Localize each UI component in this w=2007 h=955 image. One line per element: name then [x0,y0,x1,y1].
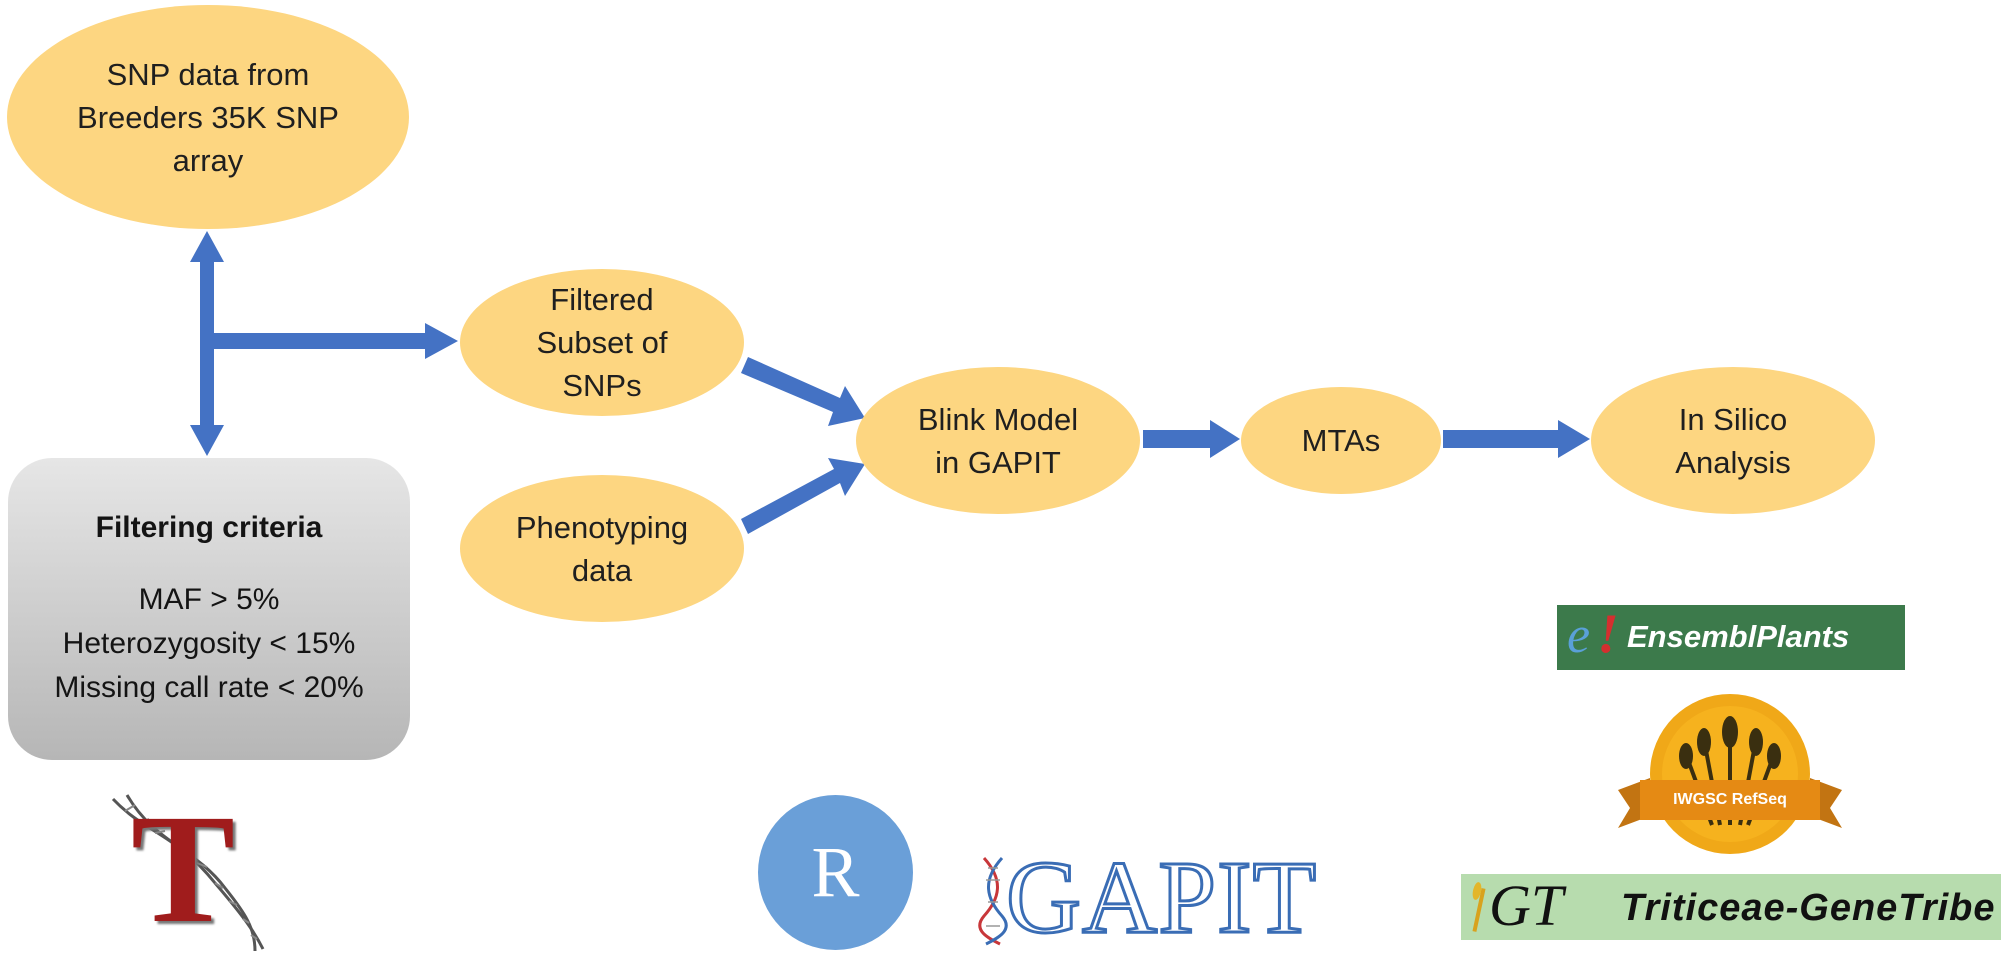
node-mtas-label: MTAs [1301,423,1381,458]
arrow-phenotyping-to-blink [741,458,865,534]
gapit-logo: GAPIT [978,844,1393,951]
node-snp-data-label: SNP data from Breeders 35K SNP array [77,56,339,178]
arrow-to-filtered-subset [214,323,458,359]
node-blink-model-label: Blink Model in GAPIT [917,401,1079,480]
r-logo: R [758,795,913,950]
triticeae-genetribe-text: Triticeae-GeneTribe [1621,887,1996,929]
arrow-blink-to-mtas [1143,420,1240,458]
ensembl-plants-text: EnsemblPlants [1627,619,1850,654]
r-letter: R [811,832,860,912]
tgt-wheat-icon [1471,881,1487,932]
node-filtered-subset-label: Filtered Subset of SNPs [536,282,668,403]
iwgsc-refseq-text: IWGSC RefSeq [1673,791,1787,808]
iwgsc-refseq-logo: IWGSC RefSeq [1610,690,1850,860]
node-snp-data: SNP data from Breeders 35K SNP array [7,5,409,229]
filtering-criteria-list: MAF > 5% Heterozygosity < 15% Missing ca… [54,583,364,704]
gapit-text: GAPIT [1004,840,1318,955]
triticeae-genetribe-logo: GT Triticeae-GeneTribe [1461,874,2001,940]
filtering-criteria-box: Filtering criteria MAF > 5% Heterozygosi… [8,458,410,760]
ensembl-plants-logo: e ! EnsemblPlants [1557,605,1905,670]
node-in-silico: In Silico Analysis [1591,367,1875,514]
node-filtered-subset: Filtered Subset of SNPs [460,269,744,416]
tassel-letter: T [131,782,236,955]
node-blink-model: Blink Model in GAPIT [856,367,1140,514]
tgt-mark: GT [1489,873,1564,938]
dna-strand-icon [978,856,1008,946]
filtering-criteria-title: Filtering criteria [95,511,323,544]
node-in-silico-label: In Silico Analysis [1675,401,1791,480]
arrow-mtas-to-insilico [1443,420,1590,458]
vertical-double-arrow [190,231,224,456]
ensembl-e-icon: e [1567,607,1591,664]
ensembl-exclaim-icon: ! [1597,603,1619,665]
tassel-logo: T [105,789,265,953]
dna-helix-icon [111,794,265,952]
node-mtas: MTAs [1241,387,1441,494]
node-phenotyping: Phenotyping data [460,475,744,622]
arrow-filtered-to-blink [741,357,865,426]
node-phenotyping-label: Phenotyping data [515,509,689,588]
wheat-seal-icon [1618,694,1842,854]
